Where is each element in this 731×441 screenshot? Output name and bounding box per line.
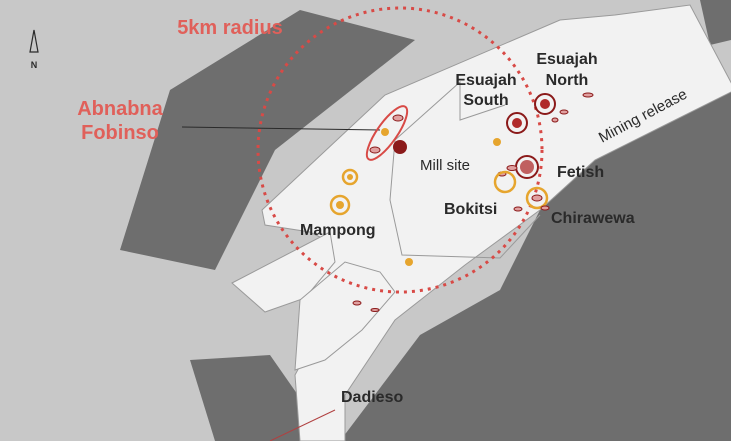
dark-land-southwest bbox=[190, 355, 330, 441]
abnabna-leader-line bbox=[181, 126, 381, 131]
fetish-pod-1 bbox=[506, 165, 518, 171]
mill-site-boundary bbox=[389, 139, 541, 259]
mill-site-marker bbox=[393, 140, 407, 154]
fetish-label: Fetish bbox=[557, 164, 604, 181]
esuajah-north-deposit-core bbox=[540, 99, 550, 109]
esuajah-north-pod-2 bbox=[582, 92, 594, 98]
radius-label: 5km radius bbox=[177, 17, 283, 39]
dark-land-northwest bbox=[120, 10, 415, 270]
dadieso-label: Dadieso bbox=[341, 389, 403, 406]
fetish-deposit-core bbox=[520, 160, 534, 174]
esuajah-north-label-line1: Esuajah bbox=[536, 51, 597, 68]
mining-release-boundary bbox=[394, 80, 506, 141]
chirawewa-village-ring bbox=[525, 186, 549, 210]
dark-land-east bbox=[340, 90, 731, 441]
south-pod-1 bbox=[352, 300, 362, 306]
bokitsi-label: Bokitsi bbox=[444, 201, 497, 218]
mampong-label: Mampong bbox=[300, 222, 376, 239]
mampong-village-dot-1 bbox=[347, 174, 353, 180]
esuajah-south-label-line2: South bbox=[463, 92, 508, 109]
abnabna-deposit-pod-2 bbox=[369, 146, 381, 154]
north-arrow-icon bbox=[29, 29, 39, 53]
village-dot-esuajah bbox=[493, 138, 501, 146]
esuajah-north-deposit-ring bbox=[534, 93, 556, 115]
esuajah-north-label-line2: North bbox=[546, 72, 589, 89]
esuajah-north-pod-1 bbox=[559, 109, 569, 115]
mill-site-label: Mill site bbox=[420, 157, 470, 174]
mampong-village-dot-2 bbox=[336, 201, 344, 209]
chirawewa-pod-2 bbox=[513, 206, 523, 212]
mampong-village-ring-2 bbox=[329, 194, 351, 216]
chirawewa-pod-3 bbox=[540, 205, 550, 211]
mampong-village-ring-1 bbox=[341, 168, 359, 186]
esuajah-south-deposit-core bbox=[512, 118, 522, 128]
village-dot-south bbox=[405, 258, 413, 266]
south-pod-2 bbox=[370, 308, 380, 312]
esuajah-north-pod-3 bbox=[551, 117, 559, 123]
esuajah-south-deposit-ring bbox=[506, 112, 528, 134]
dadieso-leader-line bbox=[269, 409, 336, 441]
abnabna-deposit-pod-1 bbox=[392, 114, 404, 122]
bokitsi-village-ring bbox=[493, 170, 517, 194]
abnabna-label-line2: Fobinso bbox=[81, 122, 159, 144]
esuajah-south-label-line1: Esuajah bbox=[455, 72, 516, 89]
chirawewa-pod-1 bbox=[531, 194, 543, 202]
village-dot-abnabna bbox=[381, 128, 389, 136]
abnabna-fobinso-deposit-outline bbox=[365, 105, 409, 161]
abnabna-label-line1: Abnabna bbox=[77, 98, 163, 120]
five-km-radius-circle bbox=[256, 6, 544, 294]
chirawewa-label: Chirawewa bbox=[551, 210, 635, 227]
dark-land-northeast bbox=[700, 0, 731, 45]
north-label: N bbox=[31, 60, 38, 70]
